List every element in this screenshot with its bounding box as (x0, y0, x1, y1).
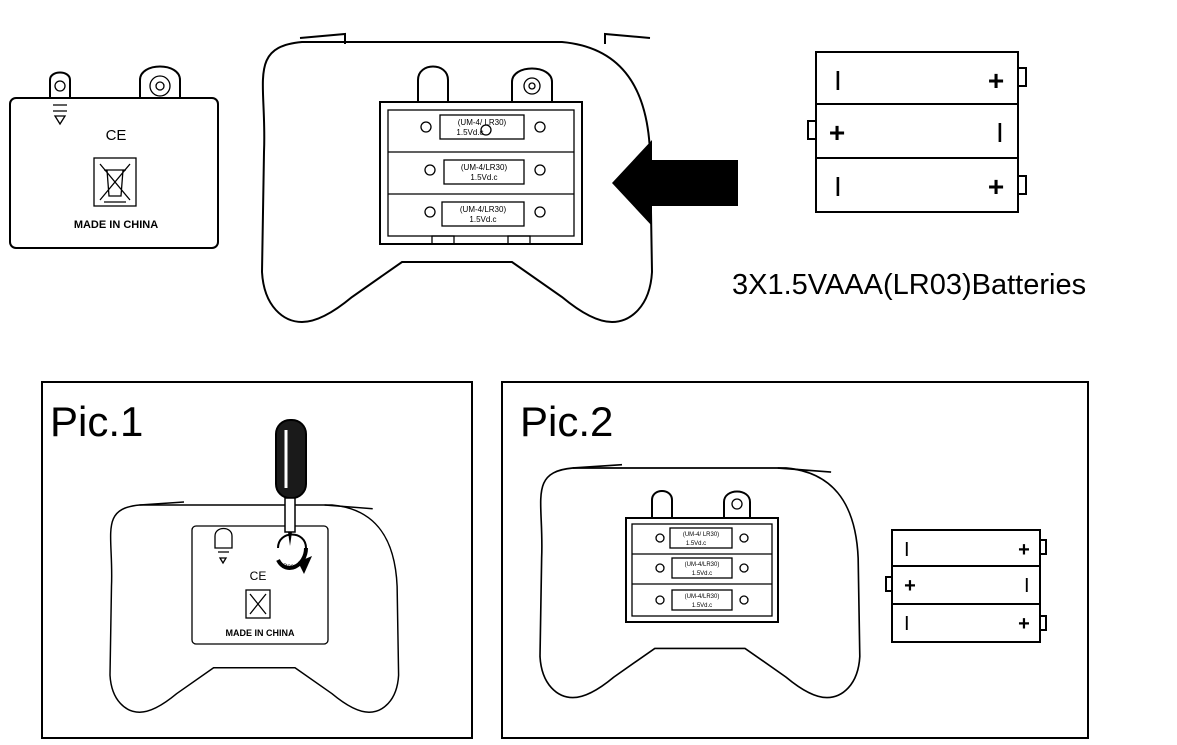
cell-model: (UM-4/LR30) (685, 562, 720, 568)
battery-2-right: I (996, 117, 1004, 148)
cover-screw-tab (139, 65, 181, 98)
battery-1-right: + (988, 65, 1004, 96)
ce-mark: CE (250, 569, 267, 583)
battery-cover: CE MADE IN CHINA (9, 65, 219, 249)
plus-contact-icon (424, 164, 436, 176)
screw-open-label: Open (283, 564, 298, 570)
panel-frame (41, 381, 473, 739)
cell-voltage: 1.5Vd.c (470, 173, 497, 182)
compartment-cell-3: (UM-4/LR30) 1.5Vd.c (424, 201, 546, 227)
ce-mark: CE (106, 127, 127, 144)
battery-1-left: I (834, 65, 842, 96)
insert-arrow-icon (612, 140, 738, 226)
battery-stack: I + + I I + (807, 51, 1027, 213)
screw-rotate-icon (276, 533, 312, 574)
crossed-bin-icon (93, 157, 137, 207)
compartment-cell-1: (UM-4/ LR30) 1.5Vd.c (655, 527, 749, 549)
battery-2-left: + (904, 575, 916, 597)
panel-pic1: Pic.1 CE MADE IN CHINA Open (41, 381, 473, 739)
cover-latch (49, 71, 71, 126)
arrow-down-icon (53, 104, 67, 126)
arrow-down-icon (214, 527, 233, 565)
battery-3-left: I (834, 171, 842, 202)
made-in-china-label: MADE IN CHINA (226, 628, 295, 638)
cell-model: (UM-4/ LR30) (683, 532, 719, 538)
battery-cover (191, 525, 329, 645)
minus-contact-icon (420, 121, 432, 133)
battery-3-left: I (904, 613, 910, 635)
panel-title: Pic.1 (50, 398, 143, 445)
compartment-cell-3: (UM-4/LR30) 1.5Vd.c (655, 589, 749, 611)
cell-voltage: 1.5Vd.c (692, 603, 712, 609)
battery-2-right: I (1024, 575, 1030, 597)
cell-model: (UM-4/LR30) (685, 594, 720, 600)
battery-stack: I + + I I + (885, 529, 1047, 643)
controller-outline (539, 467, 861, 699)
battery-3-right: + (1018, 613, 1030, 635)
screw-icon (480, 124, 492, 136)
cell-voltage: 1.5Vd.c (692, 571, 712, 577)
battery-compartment: (UM-4/ LR30) 1.5Vd.c (UM-4/LR30) 1.5Vd.c… (625, 517, 779, 623)
minus-contact-icon (534, 206, 546, 218)
cell-voltage: 1.5Vd.c (686, 541, 706, 547)
cell-voltage: 1.5Vd.c (456, 128, 483, 137)
battery-3-right: + (988, 171, 1004, 202)
compartment-cell-1: (UM-4/ LR30) 1.5Vd.c (420, 114, 546, 140)
battery-compartment: (UM-4/ LR30) 1.5Vd.c (UM-4/LR30) 1.5Vd.c… (379, 101, 583, 245)
plus-contact-icon (424, 206, 436, 218)
cell-model: (UM-4/LR30) (460, 205, 507, 214)
panel-frame (501, 381, 1089, 739)
compartment-cell-2: (UM-4/LR30) 1.5Vd.c (424, 159, 546, 185)
made-in-china-label: MADE IN CHINA (74, 219, 158, 231)
battery-1-right: + (1018, 539, 1030, 561)
panel-title: Pic.2 (520, 398, 613, 445)
compartment-clips (417, 65, 553, 102)
crossed-bin-icon (245, 589, 271, 619)
battery-2 (815, 103, 1019, 159)
cover-plate (9, 97, 219, 249)
battery-caption: 3X1.5VAAA(LR03)Batteries (732, 269, 1086, 301)
panel-pic2: Pic.2 (UM-4/ LR30) 1.5Vd.c (UM-4/LR30) (501, 381, 1089, 739)
minus-contact-icon (534, 121, 546, 133)
cell-model: (UM-4/LR30) (461, 163, 508, 172)
controller-back: (UM-4/ LR30) 1.5Vd.c (UM-4/LR30) 1.5Vd.c… (261, 32, 653, 323)
minus-contact-icon (534, 164, 546, 176)
battery-1-left: I (904, 539, 910, 561)
compartment-cell-2: (UM-4/LR30) 1.5Vd.c (655, 557, 749, 579)
cell-voltage: 1.5Vd.c (469, 215, 496, 224)
screwdriver-icon (275, 419, 307, 546)
controller-outline (261, 41, 653, 323)
cell-model: (UM-4/ LR30) (458, 118, 507, 127)
battery-2-left: + (829, 117, 845, 148)
